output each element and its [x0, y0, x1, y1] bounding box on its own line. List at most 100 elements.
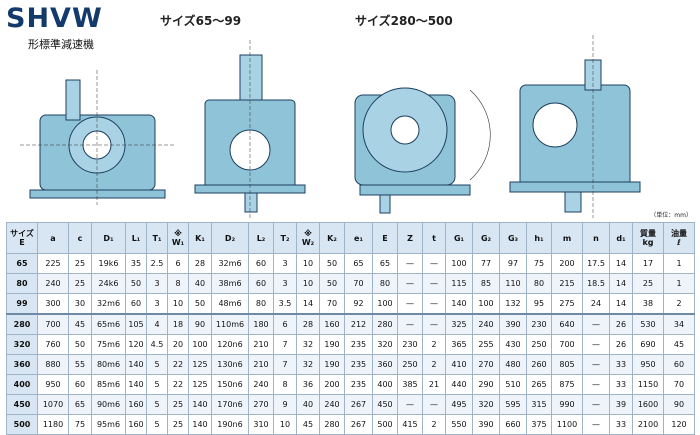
column-header: ※W₁	[167, 222, 189, 254]
unit-note: （単位：mm）	[650, 212, 692, 219]
column-header: K₁	[188, 222, 212, 254]
table-cell: 690	[632, 334, 664, 355]
table-cell: 33	[609, 374, 633, 395]
table-cell: 230	[526, 313, 552, 335]
table-cell: 7	[273, 354, 297, 375]
table-cell: 385	[397, 374, 423, 395]
table-cell: —	[422, 253, 446, 274]
table-cell: 65	[344, 253, 373, 274]
table-cell: —	[582, 394, 610, 415]
table-cell: 22	[167, 374, 189, 395]
table-cell: 660	[499, 414, 527, 435]
table-cell: 410	[445, 354, 473, 375]
table-cell: —	[582, 313, 610, 335]
table-cell: 100	[472, 293, 500, 315]
size-cell: 500	[6, 414, 38, 435]
table-cell: 18	[167, 313, 189, 335]
table-cell: 40	[188, 273, 212, 294]
table-cell: 3	[273, 273, 297, 294]
column-header: D₂	[211, 222, 249, 254]
table-cell: 35	[125, 253, 147, 274]
table-cell: —	[422, 293, 446, 315]
table-cell: 190	[319, 354, 345, 375]
table-cell: 24k6	[91, 273, 126, 294]
column-header: G₃	[499, 222, 527, 254]
table-cell: 25	[68, 273, 92, 294]
table-cell: 240	[472, 313, 500, 335]
column-header: G₁	[445, 222, 473, 254]
column-header: t	[422, 222, 446, 254]
column-header: E	[372, 222, 398, 254]
column-header: D₁	[91, 222, 126, 254]
table-cell: 100	[372, 293, 398, 315]
size-range-large: サイズ280～500	[355, 14, 453, 28]
table-cell: 140	[125, 354, 147, 375]
table-cell: 160	[125, 414, 147, 435]
table-cell: 32	[296, 354, 320, 375]
table-cell: 10	[296, 273, 320, 294]
table-cell: 640	[551, 313, 583, 335]
table-cell: 140	[188, 394, 212, 415]
column-header: m	[551, 222, 583, 254]
drawing-side-large	[509, 35, 641, 218]
table-cell: 24	[582, 293, 610, 315]
model-subtitle: 形標準減速機	[28, 38, 94, 51]
table-cell: 230	[397, 334, 423, 355]
table-cell: 235	[344, 374, 373, 395]
technical-drawings	[20, 35, 641, 218]
table-cell: 1600	[632, 394, 664, 415]
table-cell: 315	[526, 394, 552, 415]
table-cell: 270	[248, 394, 274, 415]
table-cell: 60	[125, 293, 147, 315]
table-cell: 9	[273, 394, 297, 415]
table-cell: 5	[146, 414, 168, 435]
table-cell: 4	[146, 313, 168, 335]
table-cell: 25	[632, 273, 664, 294]
table-cell: 10	[167, 293, 189, 315]
table-cell: 1070	[37, 394, 69, 415]
table-cell: 1150	[632, 374, 664, 395]
table-cell: 240	[37, 273, 69, 294]
table-cell: 325	[445, 313, 473, 335]
table-cell: 34	[663, 313, 695, 335]
table-cell: 267	[344, 414, 373, 435]
table-cell: 225	[37, 253, 69, 274]
table-cell: 75	[68, 414, 92, 435]
table-cell: —	[582, 334, 610, 355]
size-cell: 65	[6, 253, 38, 274]
table-cell: 92	[344, 293, 373, 315]
table-cell: 22	[167, 354, 189, 375]
table-cell: 450	[372, 394, 398, 415]
table-cell: 17	[632, 253, 664, 274]
table-cell: 65	[372, 253, 398, 274]
table-cell: 950	[37, 374, 69, 395]
table-cell: 212	[344, 313, 373, 335]
table-cell: 14	[609, 273, 633, 294]
table-cell: 510	[499, 374, 527, 395]
table-cell: 90	[663, 394, 695, 415]
table-cell: 2	[422, 354, 446, 375]
table-cell: —	[582, 374, 610, 395]
table-cell: 200	[551, 253, 583, 274]
table-cell: 14	[609, 293, 633, 315]
model-name: SHVW	[6, 3, 103, 34]
table-cell: 2100	[632, 414, 664, 435]
table-cell: 55	[68, 354, 92, 375]
table-cell: 875	[551, 374, 583, 395]
table-cell: 60	[68, 374, 92, 395]
table-cell: 50	[125, 273, 147, 294]
table-cell: 235	[344, 334, 373, 355]
table-cell: 270	[472, 354, 500, 375]
table-cell: 125	[188, 374, 212, 395]
table-cell: 290	[472, 374, 500, 395]
table-cell: 235	[344, 354, 373, 375]
drawing-front-small	[20, 70, 175, 205]
table-cell: 360	[372, 354, 398, 375]
table-cell: 250	[397, 354, 423, 375]
table-cell: 440	[445, 374, 473, 395]
table-cell: 1180	[37, 414, 69, 435]
table-cell: 50	[68, 334, 92, 355]
